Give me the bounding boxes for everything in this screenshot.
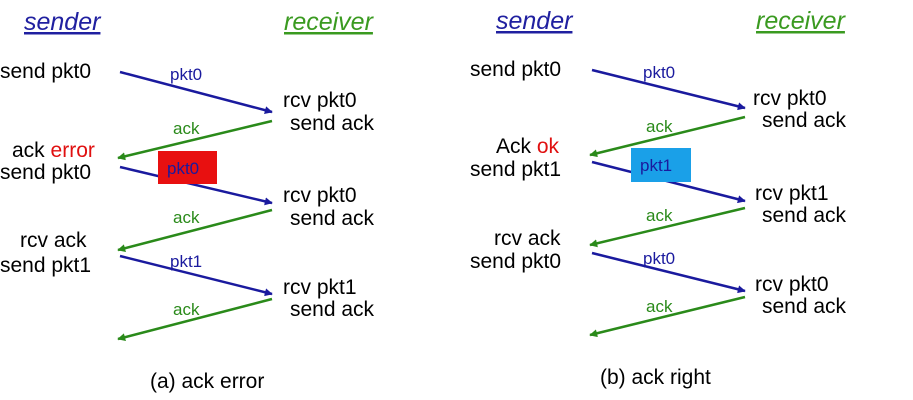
ack-status-error: error <box>51 139 95 162</box>
ack-word: ack <box>12 139 45 162</box>
panel-b: sender receiver send pkt0 Ack ok send pk… <box>470 7 847 389</box>
msg-label-ack-b: ack <box>646 117 673 136</box>
msg-label-ack-3: ack <box>173 300 200 319</box>
receiver-label-rcv-pkt1-b: rcv pkt1 <box>755 182 829 205</box>
panel-a: sender receiver send pkt0 ack error send… <box>0 8 375 393</box>
ack-status-ok: ok <box>537 135 560 158</box>
arrow-pkt0-a1 <box>119 70 273 115</box>
ack-word-b: Ack <box>496 135 532 158</box>
msg-label-pkt0-2-b: pkt0 <box>643 249 675 268</box>
sender-label-send-pkt0-2-b: send pkt0 <box>470 250 561 273</box>
arrow-ack-b2 <box>589 206 746 248</box>
msg-label-pkt0-b: pkt0 <box>643 63 675 82</box>
receiver-label-rcv-pkt1: rcv pkt1 <box>283 276 357 299</box>
msg-label-pkt0: pkt0 <box>170 65 202 84</box>
sender-label-send-pkt1: send pkt1 <box>0 254 91 277</box>
sender-label-ack-b: Ack ok <box>496 135 560 158</box>
sender-label-rcv-ack: rcv ack <box>20 229 87 252</box>
sender-header-b: sender <box>496 7 574 35</box>
msg-label-ack-2: ack <box>173 208 200 227</box>
caption-b: (b) ack right <box>600 366 711 389</box>
receiver-label-rcv-pkt0-b: rcv pkt0 <box>753 87 827 110</box>
receiver-label-rcv-pkt0-2-b: rcv pkt0 <box>755 273 829 296</box>
arrow-ack-a2 <box>117 208 273 253</box>
msg-label-ack: ack <box>173 119 200 138</box>
arrow-pkt0-a2 <box>119 165 273 206</box>
receiver-header: receiver <box>284 8 375 36</box>
arrow-ack-a3 <box>117 297 273 342</box>
msg-label-pkt0-retransmit: pkt0 <box>167 159 199 178</box>
msg-label-ack-2-b: ack <box>646 206 673 225</box>
receiver-label-send-ack-b: send ack <box>762 109 847 132</box>
sender-label-send-pkt0-retransmit: send pkt0 <box>0 161 91 184</box>
caption-a: (a) ack error <box>150 370 264 393</box>
sender-label-send-pkt0-b: send pkt0 <box>470 58 561 81</box>
sender-label-send-pkt0: send pkt0 <box>0 60 91 83</box>
receiver-label-send-ack-2: send ack <box>290 207 375 230</box>
ok-highlight-box <box>631 148 691 182</box>
arrow-pkt0-b2 <box>591 251 746 294</box>
sender-label-send-pkt1-b: send pkt1 <box>470 158 561 181</box>
sender-label-rcv-ack-b: rcv ack <box>494 227 561 250</box>
msg-label-ack-3-b: ack <box>646 297 673 316</box>
arrow-ack-a1 <box>117 119 273 161</box>
receiver-label-send-ack-3-b: send ack <box>762 295 847 318</box>
error-highlight-box <box>158 151 217 184</box>
receiver-label-send-ack: send ack <box>290 112 375 135</box>
msg-label-pkt1-b: pkt1 <box>640 156 672 175</box>
receiver-label-rcv-pkt0: rcv pkt0 <box>283 89 357 112</box>
arrow-ack-b3 <box>589 295 746 338</box>
sender-label-ack: ack error <box>12 139 95 162</box>
receiver-label-rcv-pkt0-2: rcv pkt0 <box>283 184 357 207</box>
sender-header: sender <box>24 8 102 36</box>
receiver-label-send-ack-3: send ack <box>290 298 375 321</box>
receiver-label-send-ack-2-b: send ack <box>762 204 847 227</box>
arrow-pkt1-a <box>119 254 273 297</box>
msg-label-pkt1: pkt1 <box>170 252 202 271</box>
arrow-ack-b1 <box>589 115 746 158</box>
receiver-header-b: receiver <box>756 7 847 35</box>
arrow-pkt0-b1 <box>591 68 746 111</box>
